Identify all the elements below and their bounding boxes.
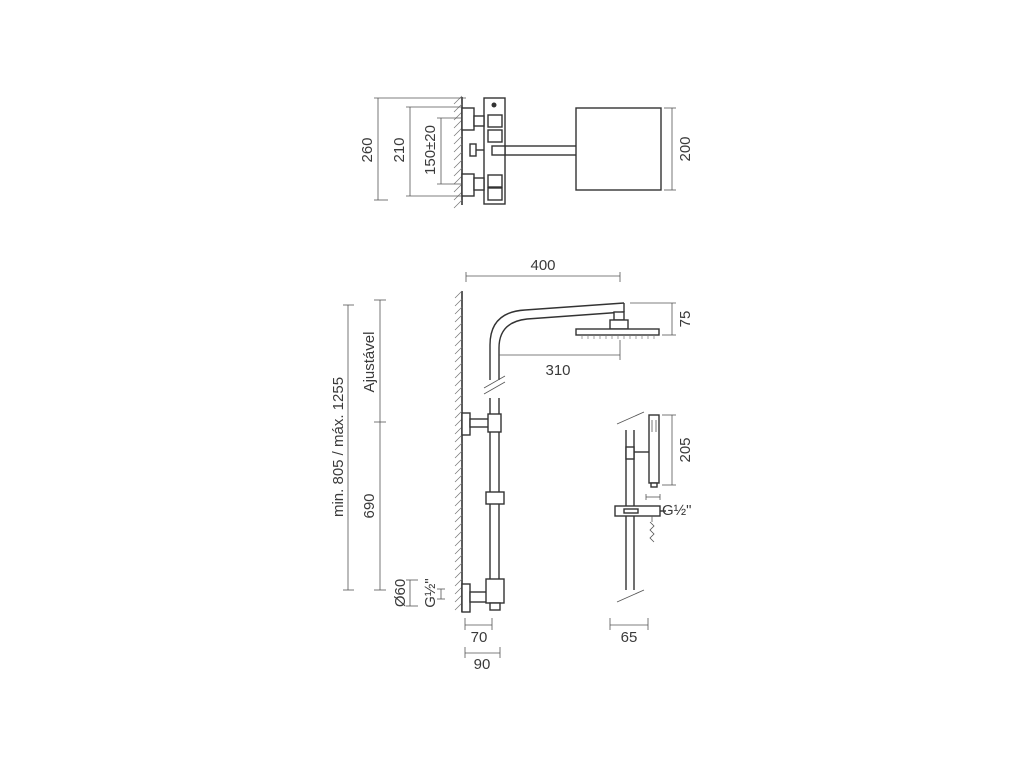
label-thread-main: G½" (422, 578, 439, 608)
label-310: 310 (545, 362, 570, 379)
dim-adjustable-690: Ajustável 690 (361, 299, 386, 591)
top-wall-hatch (453, 95, 463, 209)
label-75: 75 (677, 311, 694, 328)
label-thread-hand: G½" (662, 502, 692, 519)
dim-thread-hand: G½" (645, 494, 692, 519)
dim-70: 70 (464, 618, 493, 646)
dim-90: 90 (464, 647, 501, 673)
side-shower-head (575, 311, 660, 339)
label-205: 205 (677, 437, 694, 462)
dim-75: 75 (630, 302, 694, 336)
side-view: 400 75 310 min. 805 / máx. 1255 (330, 257, 694, 673)
dim-200: 200 (664, 107, 694, 191)
label-diameter-60: Ø60 (392, 579, 409, 607)
label-ajustavel: Ajustável (361, 332, 378, 393)
label-150: 150±20 (422, 125, 439, 175)
dim-260: 260 (359, 97, 466, 201)
dim-310: 310 (499, 340, 621, 379)
dim-diameter-thread: Ø60 G½" (392, 578, 445, 608)
label-260: 260 (359, 137, 376, 162)
shower-column (461, 302, 625, 613)
label-90: 90 (474, 656, 491, 673)
hand-shower-detail: 205 G½" 65 (609, 411, 694, 646)
dim-65: 65 (609, 618, 649, 646)
label-70: 70 (471, 629, 488, 646)
label-min-max: min. 805 / máx. 1255 (330, 377, 347, 517)
dim-400: 400 (465, 257, 621, 282)
label-200: 200 (677, 136, 694, 161)
dim-150: 150±20 (422, 117, 462, 185)
dim-205: 205 (662, 414, 694, 486)
label-690: 690 (361, 493, 378, 518)
dim-adjustable-range: min. 805 / máx. 1255 (330, 304, 354, 591)
side-wall-hatch (454, 290, 463, 612)
label-210: 210 (391, 137, 408, 162)
label-65: 65 (621, 629, 638, 646)
top-view: 260 210 150±20 200 (359, 95, 694, 209)
label-400: 400 (530, 257, 555, 274)
top-shower-head (575, 107, 662, 191)
dim-210: 210 (391, 106, 462, 197)
